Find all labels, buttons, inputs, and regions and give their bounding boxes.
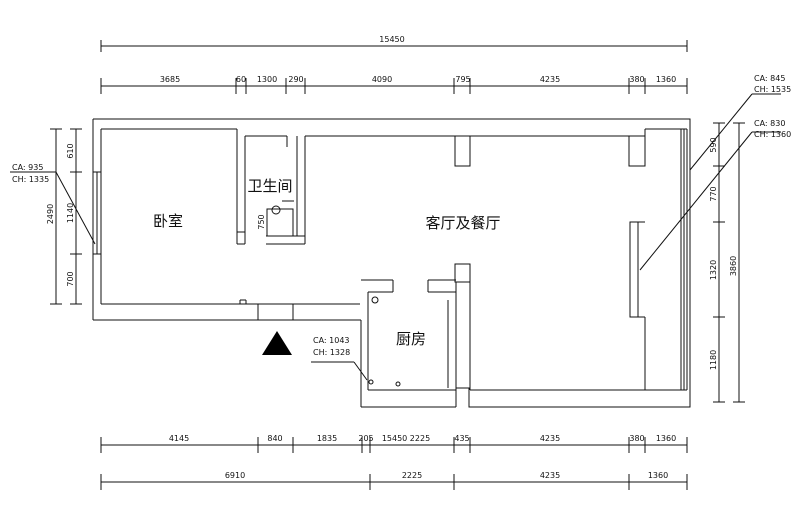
right-dim-4: 1180	[709, 350, 718, 370]
left-window	[93, 171, 101, 255]
right-dim-3: 1320	[709, 260, 718, 280]
bottom-row1-dim-9: 1360	[656, 434, 676, 443]
right-dim-1: 590	[709, 137, 718, 152]
bottom-row1-dim-2: 840	[267, 434, 282, 443]
bottom-row1-dim-5: 15450 2225	[382, 434, 430, 443]
top-dim-7: 4235	[540, 75, 560, 84]
annotation-leaders	[10, 93, 781, 381]
top-right-2-ch: CH: 1360	[754, 130, 791, 139]
kitchen-window-ca: CA: 1043	[313, 336, 350, 345]
left-dim-3: 700	[66, 271, 75, 286]
top-dim-2: 60	[236, 75, 246, 84]
top-dim-9: 1360	[656, 75, 676, 84]
room-label-living-dining: 客厅及餐厅	[425, 214, 500, 232]
bottom-row1-dim-7: 4235	[540, 434, 560, 443]
bottom-row1-dim-4: 205	[358, 434, 373, 443]
left-dimension-segments	[70, 128, 82, 305]
right-dimension-overall	[733, 122, 745, 403]
bottom-dimension-row2	[100, 474, 688, 490]
bathroom-walls	[245, 135, 306, 245]
bedroom-partition	[236, 129, 247, 304]
outer-walls	[92, 118, 691, 408]
top-overall-dimension: 15450	[379, 35, 404, 44]
left-dim-2: 1140	[66, 203, 75, 223]
top-dim-6: 795	[455, 75, 470, 84]
bottom-row2-dim-1: 6910	[225, 471, 245, 480]
left-dimension-overall	[50, 128, 62, 305]
room-label-bedroom: 卧室	[153, 212, 183, 230]
top-dimension-segments	[100, 78, 688, 94]
right-overall-dimension: 3860	[729, 256, 738, 276]
bottom-row1-dim-8: 380	[629, 434, 644, 443]
left-window-ch: CH: 1335	[12, 175, 49, 184]
top-dim-8: 380	[629, 75, 644, 84]
top-dimension-overall	[100, 40, 688, 52]
kitchen-window-ch: CH: 1328	[313, 348, 350, 357]
bottom-row1-dim-1: 4145	[169, 434, 189, 443]
bottom-dimension-row1	[100, 437, 688, 453]
left-window-ca: CA: 935	[12, 163, 43, 172]
top-right-1-ca: CA: 845	[754, 74, 785, 83]
entrance-arrow-icon	[262, 331, 292, 355]
top-dim-3: 1300	[257, 75, 277, 84]
bottom-door-opening	[257, 304, 294, 320]
top-right-2-ca: CA: 830	[754, 119, 785, 128]
bottom-row2-dim-2: 2225	[402, 471, 422, 480]
room-label-bathroom: 卫生间	[247, 177, 292, 195]
top-dim-4: 290	[288, 75, 303, 84]
left-overall-dimension: 2490	[46, 204, 55, 224]
top-dim-1: 3685	[160, 75, 180, 84]
bathroom-small-dimension: 750	[257, 214, 266, 229]
living-room-pillars	[454, 135, 646, 283]
right-dimension-segments	[713, 122, 725, 403]
bottom-row1-dim-6: 435	[454, 434, 469, 443]
top-right-1-ch: CH: 1535	[754, 85, 791, 94]
kitchen-walls	[361, 279, 457, 407]
bottom-row2-dim-3: 4235	[540, 471, 560, 480]
right-dim-2: 770	[709, 186, 718, 201]
bottom-row1-dim-3: 1835	[317, 434, 337, 443]
room-label-kitchen: 厨房	[396, 330, 426, 348]
left-dim-1: 610	[66, 143, 75, 158]
top-dim-5: 4090	[372, 75, 392, 84]
balcony	[629, 129, 685, 390]
bottom-row2-dim-4: 1360	[648, 471, 668, 480]
